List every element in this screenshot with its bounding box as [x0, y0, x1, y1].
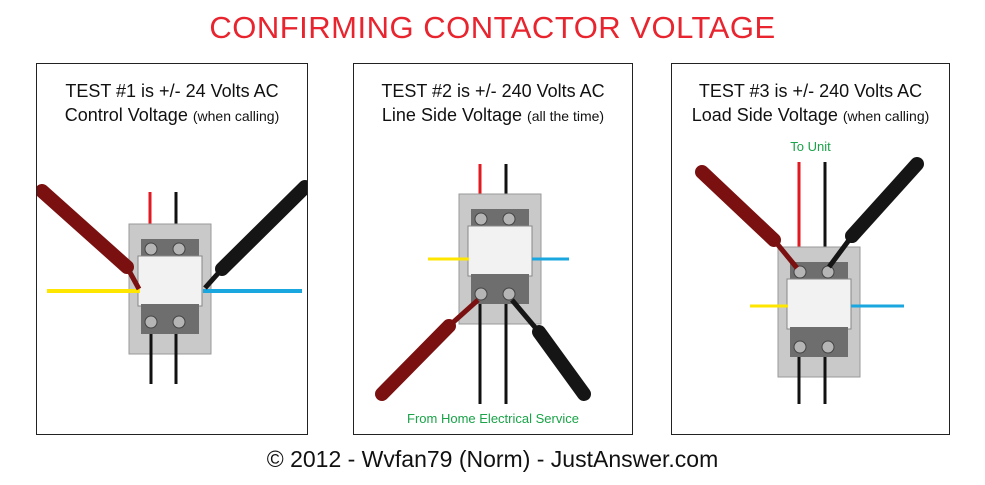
copyright-footer: © 2012 - Wvfan79 (Norm) - JustAnswer.com	[266, 446, 719, 472]
test-1-line2: Control Voltage	[64, 105, 188, 125]
test-2-panel: TEST #2 is +/- 240 Volts AC Line Side Vo…	[353, 63, 633, 435]
test-2-diagram	[375, 164, 591, 404]
test-1-line1: TEST #1 is +/- 24 Volts AC	[65, 81, 279, 101]
page-title: CONFIRMING CONTACTOR VOLTAGE	[209, 10, 776, 45]
contactor	[128, 223, 212, 355]
black-probe	[826, 157, 924, 269]
test-3-line2: Load Side Voltage	[691, 105, 838, 125]
test-2-bottom-note: From Home Electrical Service	[407, 411, 579, 426]
test-3-note: (when calling)	[842, 108, 930, 124]
test-3-heading: TEST #3 is +/- 240 Volts AC Load Side Vo…	[672, 79, 949, 128]
black-probe	[510, 298, 591, 401]
test-1-diagram	[37, 180, 307, 384]
contactor	[458, 193, 542, 325]
contactor	[777, 246, 861, 378]
test-3-top-note: To Unit	[790, 139, 831, 154]
black-probe	[203, 180, 307, 290]
red-probe	[695, 165, 799, 270]
test-3-line1: TEST #3 is +/- 240 Volts AC	[698, 81, 923, 101]
red-probe	[375, 298, 480, 401]
test-2-heading: TEST #2 is +/- 240 Volts AC Line Side Vo…	[354, 79, 632, 128]
test-3-panel: TEST #3 is +/- 240 Volts AC Load Side Vo…	[671, 63, 950, 435]
test-2-line2: Line Side Voltage	[381, 105, 523, 125]
test-1-note: (when calling)	[192, 108, 280, 124]
test-3-diagram	[695, 157, 924, 404]
red-probe	[37, 184, 142, 291]
test-2-note: (all the time)	[527, 108, 605, 124]
test-2-line1: TEST #2 is +/- 240 Volts AC	[381, 81, 605, 101]
test-1-heading: TEST #1 is +/- 24 Volts AC Control Volta…	[37, 79, 307, 128]
test-1-panel: TEST #1 is +/- 24 Volts AC Control Volta…	[36, 63, 308, 435]
